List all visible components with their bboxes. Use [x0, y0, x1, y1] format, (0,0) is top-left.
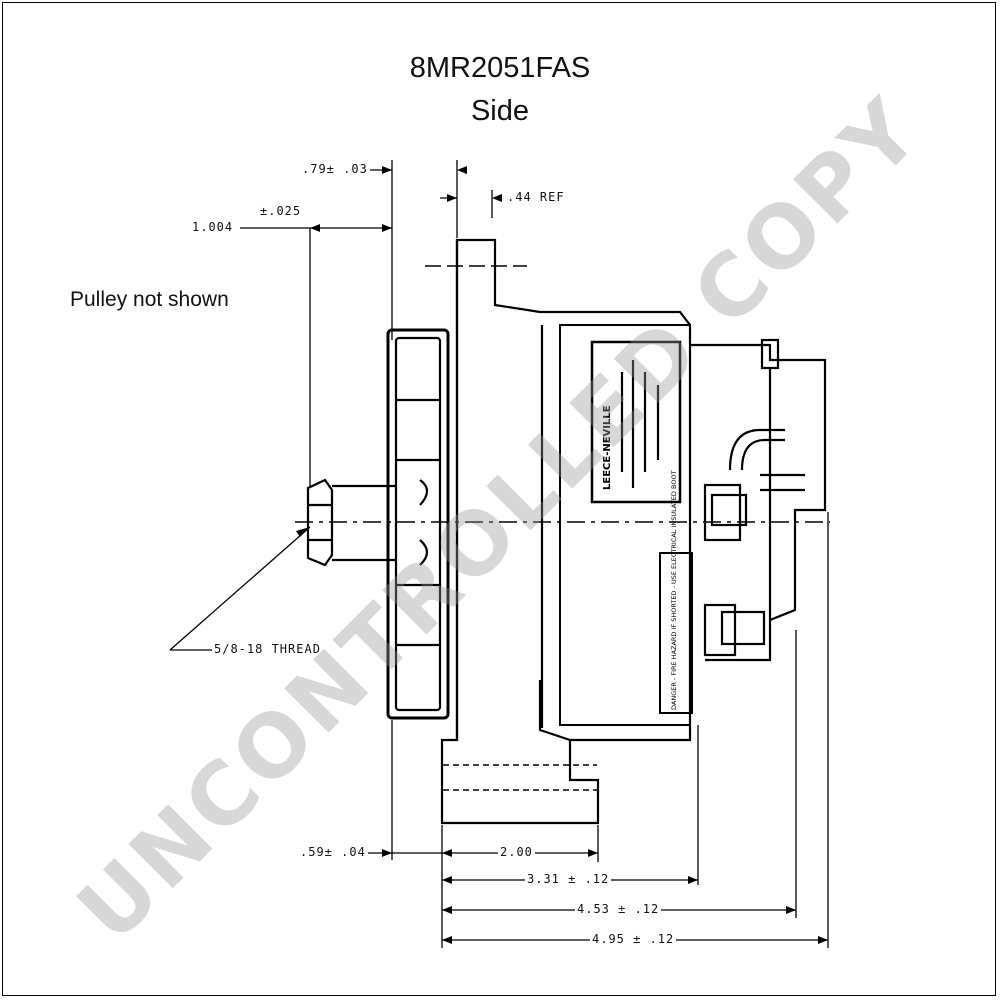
view-subtitle: Side [470, 95, 530, 127]
dim-thread: 5/8-18 THREAD [212, 642, 323, 656]
dim-pulley-tolerance: ±.025 [258, 204, 304, 218]
pulley-note: Pulley not shown [70, 288, 229, 311]
rear-terminals [690, 338, 827, 662]
dimension-lines [169, 160, 829, 948]
brand-label: LEECE-NEVILLE [602, 405, 613, 490]
dim-ref: .44 REF [505, 190, 567, 204]
dim-495: 4.95 ± .12 [590, 932, 677, 946]
arrowheads [296, 166, 828, 944]
dim-pulley-distance: 1.004 [190, 220, 236, 234]
dim-453: 4.53 ± .12 [575, 902, 662, 916]
stator-housing [559, 324, 693, 726]
dim-331: 3.31 ± .12 [525, 872, 612, 886]
shaft-nut [306, 478, 395, 567]
fan [386, 328, 450, 720]
model-title: 8MR2051FAS [409, 52, 591, 84]
front-housing [425, 238, 692, 825]
dim-200: 2.00 [498, 845, 535, 859]
dim-top-offset: .79± .03 [300, 162, 370, 176]
danger-label: DANGER - FIRE HAZARD IF SHORTED - USE EL… [670, 470, 678, 710]
dim-mount-thickness: .59± .04 [298, 845, 368, 859]
